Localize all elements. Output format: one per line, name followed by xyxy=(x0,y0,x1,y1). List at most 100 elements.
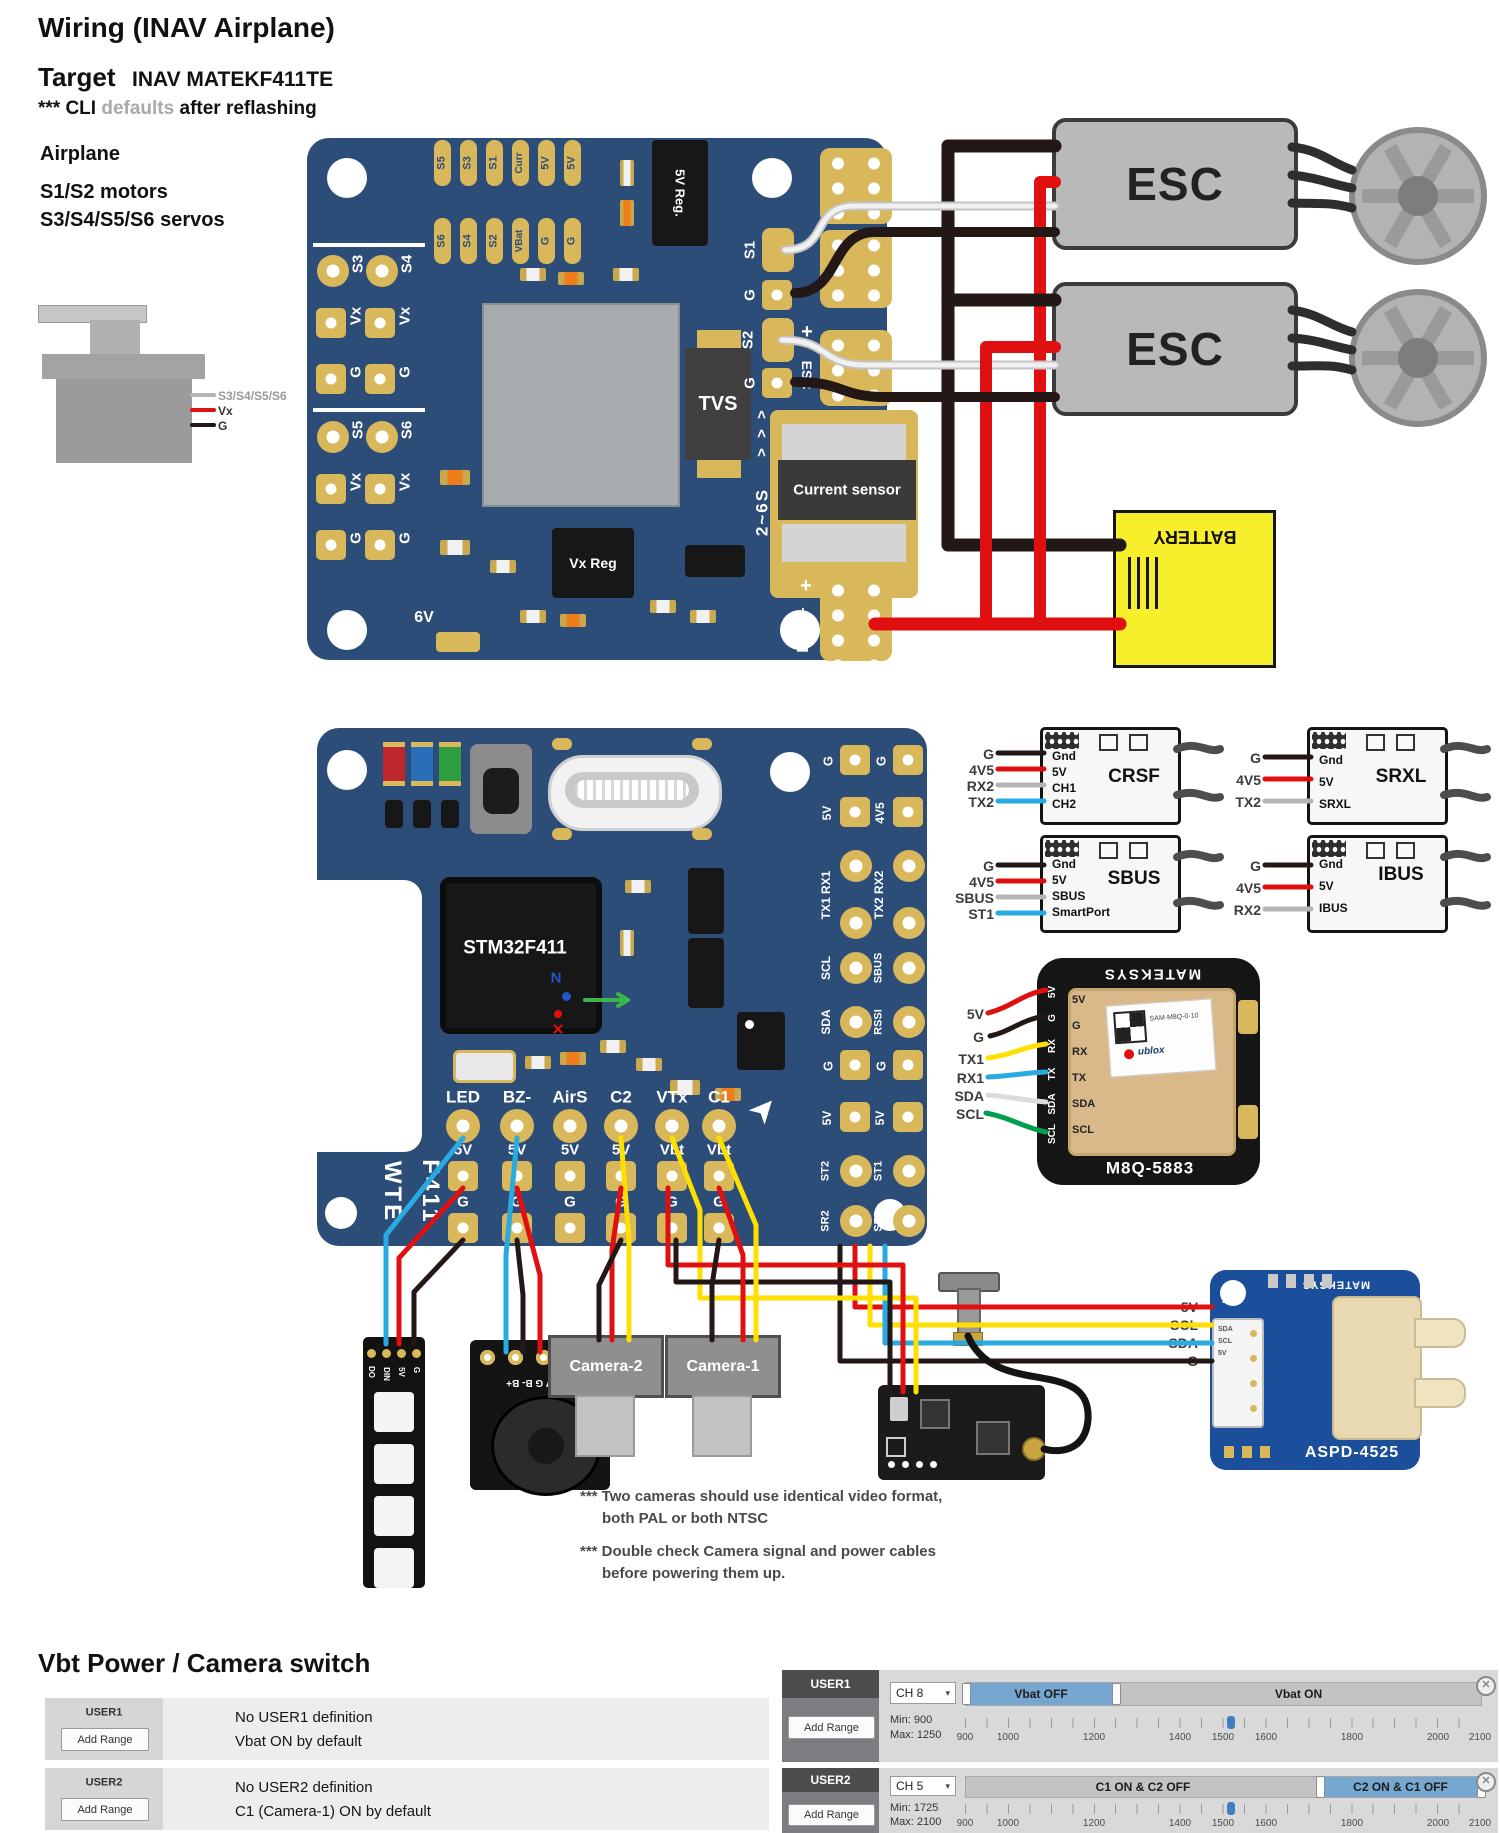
6v-pad xyxy=(436,632,480,652)
pad-st2 xyxy=(840,1155,872,1187)
esc-2-label: ESC xyxy=(1126,323,1224,375)
boot-button[interactable] xyxy=(470,744,532,834)
receiver-fs-pad xyxy=(1396,842,1415,859)
camera-2-label: Camera-2 xyxy=(569,1357,643,1375)
channel-select[interactable]: CH 8 ▾ xyxy=(890,1682,956,1704)
tvs-label: TVS xyxy=(698,393,738,415)
wire-label: SCL xyxy=(956,1106,984,1122)
pad-scl xyxy=(840,952,872,984)
pad-vx xyxy=(316,474,346,504)
range-slider[interactable]: Vbat OFF Vbat ON xyxy=(962,1682,1482,1706)
usb-c-connector[interactable] xyxy=(548,755,722,831)
mounting-hole xyxy=(752,158,792,198)
current-sensor-label: Current sensor xyxy=(793,481,901,499)
rx-pin: SmartPort xyxy=(1052,905,1111,919)
mcu-chip xyxy=(440,877,602,1034)
driver-ic xyxy=(688,938,724,1008)
cli-prefix: *** CLI xyxy=(38,98,97,119)
receiver-sbus: Gnd 5V SBUS SmartPort SBUS xyxy=(1040,835,1181,933)
pad-5v xyxy=(840,1102,870,1132)
range-handle-max[interactable] xyxy=(1112,1683,1121,1705)
wire-label: RX2 xyxy=(1233,902,1261,918)
receiver-led-pad xyxy=(1099,842,1118,859)
motor-2 xyxy=(1349,289,1487,427)
pad-s3 xyxy=(317,255,349,287)
pad-sr2 xyxy=(840,1205,872,1237)
servo-body xyxy=(56,379,192,463)
pad-rx2 xyxy=(893,850,925,882)
pad-s4 xyxy=(366,255,398,287)
range-segment-active[interactable]: Vbat OFF xyxy=(966,1683,1116,1705)
pad-5v xyxy=(893,1102,923,1132)
user2-row: USER2 Add Range No USER2 definition C1 (… xyxy=(45,1768,769,1830)
pad-g xyxy=(555,1213,585,1243)
tick-label: 1200 xyxy=(1082,1732,1106,1743)
gps-side-pads xyxy=(1238,1105,1258,1139)
range-handle-min[interactable] xyxy=(962,1683,971,1705)
wire-label: G xyxy=(983,858,994,874)
target-label: Target xyxy=(38,62,116,92)
camera-2-lens xyxy=(575,1395,635,1457)
board-cutout xyxy=(280,880,422,1152)
red-dot xyxy=(554,1010,562,1018)
pad-top xyxy=(564,218,581,264)
mounting-hole xyxy=(1220,1280,1246,1306)
pad-top xyxy=(538,140,555,186)
servo-wire-label-vx: Vx xyxy=(218,404,233,418)
pad-rx1 xyxy=(840,850,872,882)
add-range-button[interactable]: Add Range xyxy=(61,1798,149,1821)
page-title: Wiring (INAV Airplane) xyxy=(38,12,335,43)
esc-1: ESC xyxy=(1052,118,1298,250)
rx-pin: Gnd xyxy=(1052,749,1076,763)
pad-vx xyxy=(365,308,395,338)
add-range-button[interactable]: Add Range xyxy=(788,1716,875,1739)
pad-top xyxy=(434,218,451,264)
rx-pin: SBUS xyxy=(1052,889,1086,903)
range-segment-rest: Vbat ON xyxy=(1116,1683,1481,1705)
current-sensor-chip xyxy=(778,460,916,520)
add-range-button[interactable]: Add Range xyxy=(788,1804,875,1826)
wire-label: 4V5 xyxy=(969,874,994,890)
range-slider[interactable]: C1 ON & C2 OFF C2 ON & C1 OFF xyxy=(965,1776,1486,1798)
close-icon[interactable]: ✕ xyxy=(1476,1676,1496,1696)
pad-rssi xyxy=(893,1006,925,1038)
range-min-value: Min: 1725 xyxy=(890,1802,939,1814)
pad-hole xyxy=(553,1109,587,1143)
shunt-solder xyxy=(782,524,906,562)
tick-label: 1600 xyxy=(1254,1818,1278,1829)
servos-note: S3/S4/S5/S6 servos xyxy=(40,209,225,231)
pad-label: G xyxy=(564,1193,576,1211)
antenna-stem xyxy=(957,1288,981,1338)
smd-component xyxy=(385,800,403,828)
usb-shield-pad xyxy=(692,738,712,750)
add-range-button[interactable]: Add Range xyxy=(61,1728,149,1751)
pad-vx xyxy=(316,308,346,338)
rx-pin: 5V xyxy=(1319,879,1334,893)
receiver-led-pad xyxy=(1099,734,1118,751)
user2-desc-line1: No USER2 definition xyxy=(235,1779,373,1796)
close-icon[interactable]: ✕ xyxy=(1476,1772,1496,1792)
note-cameras-line1: *** Two cameras should use identical vid… xyxy=(580,1488,943,1505)
tick-label: 1400 xyxy=(1168,1732,1192,1743)
channel-select[interactable]: CH 5 ▾ xyxy=(890,1776,956,1796)
mcu-dot xyxy=(562,992,571,1001)
rf-shield xyxy=(482,303,680,507)
status-led-blue xyxy=(411,742,433,786)
mcu-orientation-mark: N xyxy=(550,969,562,987)
receiver-led-pad xyxy=(1366,734,1385,751)
smd-component xyxy=(625,880,651,893)
range-segment-active[interactable]: C2 ON & C1 OFF xyxy=(1320,1777,1481,1797)
user1-desc-line2: Vbat ON by default xyxy=(235,1733,362,1750)
status-led-red xyxy=(383,742,405,786)
rx-pin: Gnd xyxy=(1319,857,1343,871)
aspd-model-label: ASPD-4525 xyxy=(1304,1444,1400,1461)
wire-label: SDA xyxy=(954,1088,984,1104)
range-handle-min[interactable] xyxy=(1316,1776,1325,1798)
smd-component xyxy=(525,1056,551,1069)
pad-g xyxy=(762,368,792,398)
tick-label: 900 xyxy=(956,1732,974,1743)
receiver-ibus: Gnd 5V IBUS IBUS xyxy=(1307,835,1448,933)
smd-component xyxy=(440,540,470,555)
